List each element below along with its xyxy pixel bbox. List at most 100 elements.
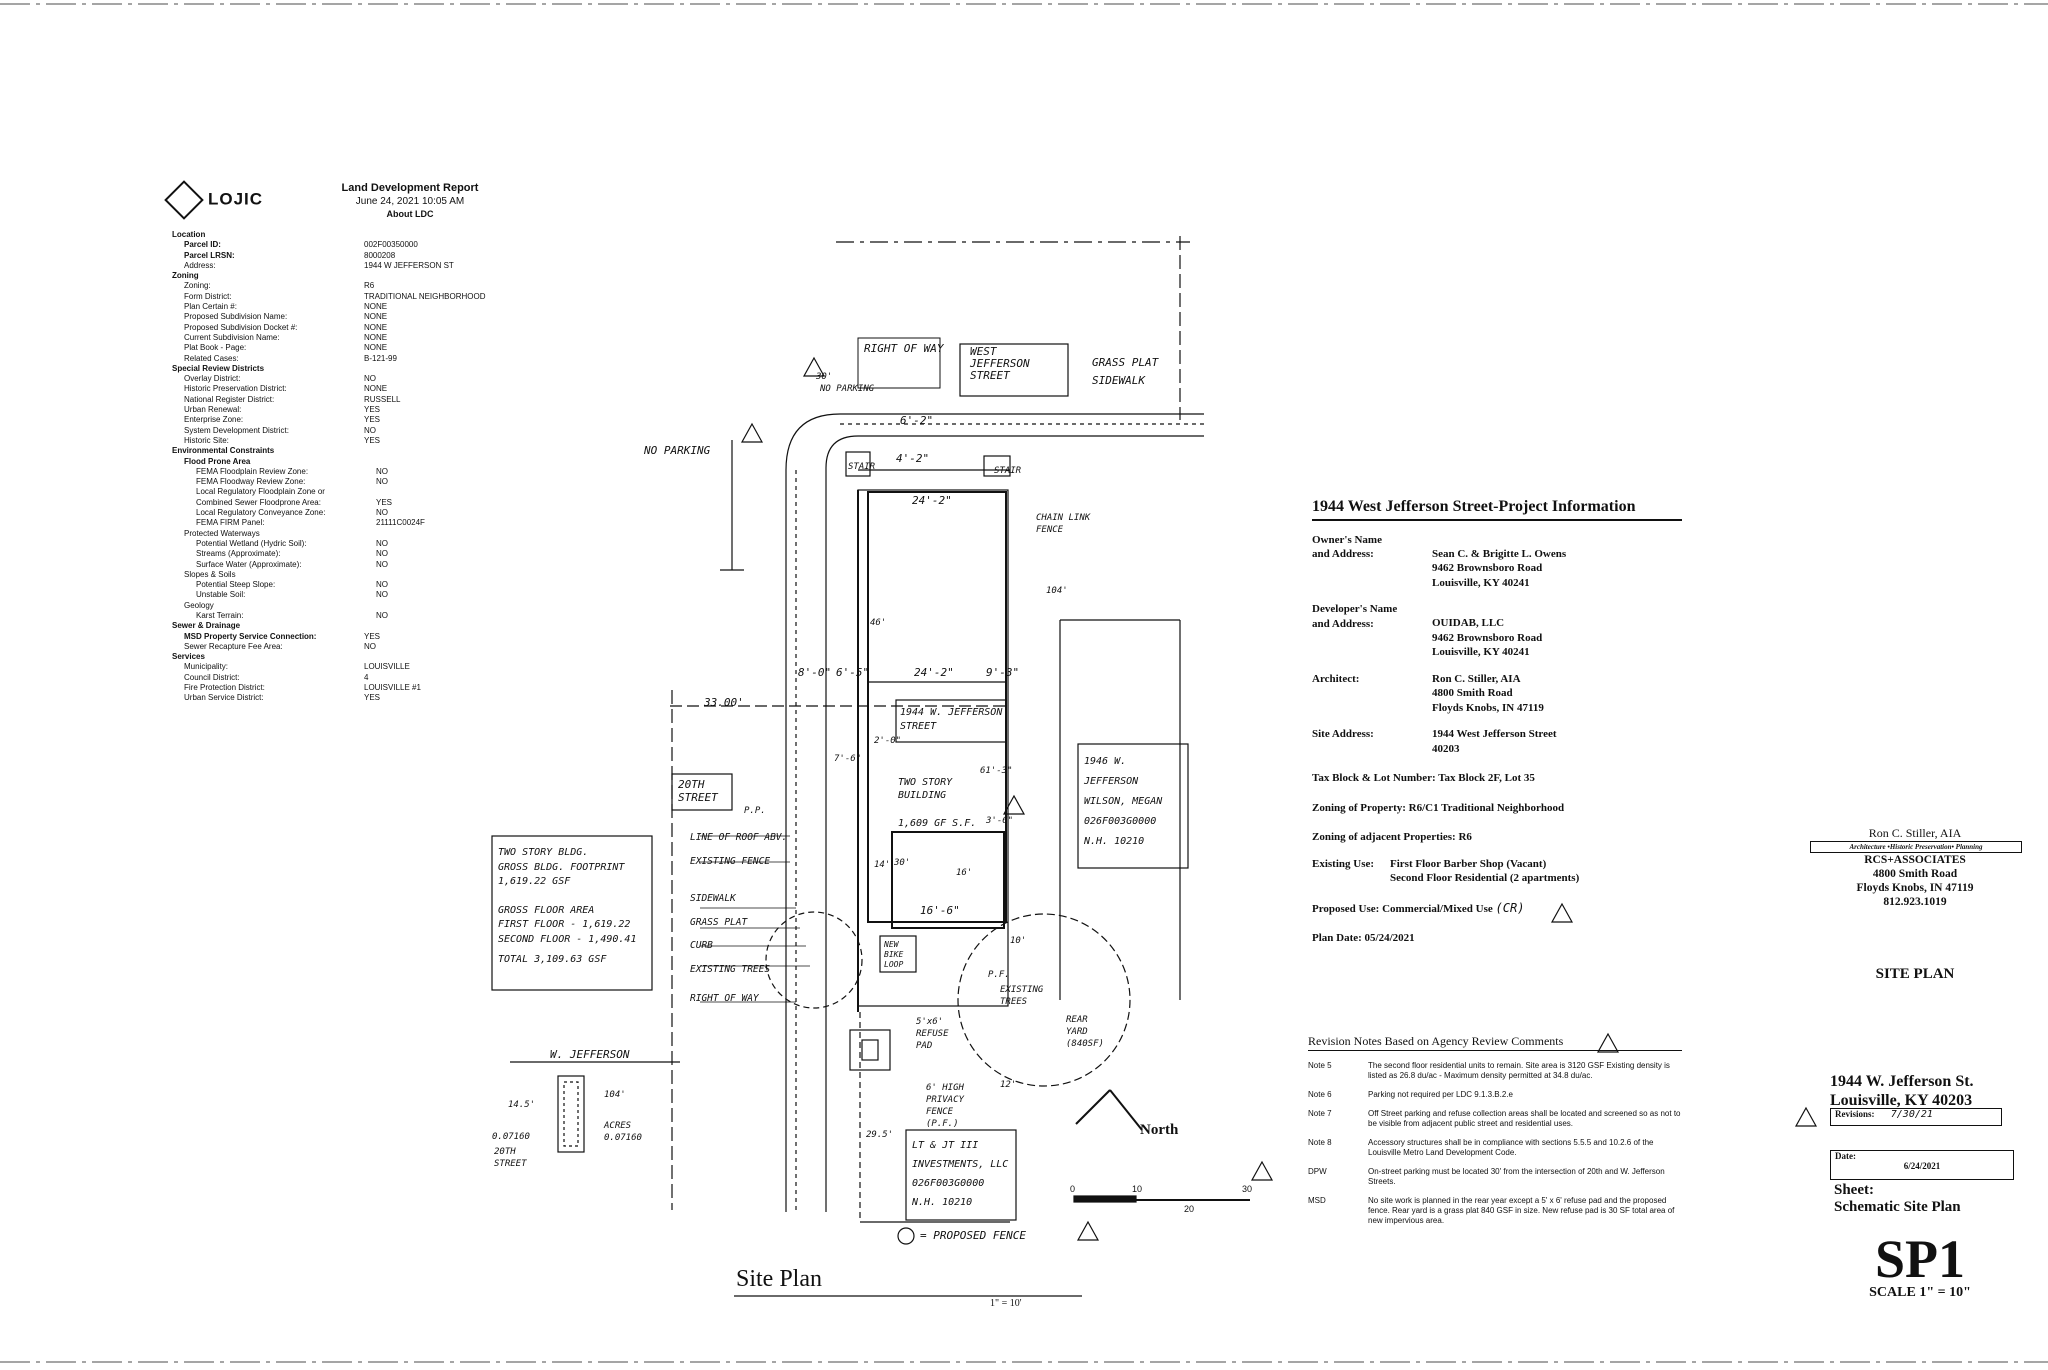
report-value: NO bbox=[376, 590, 388, 600]
report-row: Location bbox=[172, 230, 502, 240]
report-value: YES bbox=[376, 497, 393, 507]
project-title: 1944 West Jefferson Street-Project Infor… bbox=[1312, 499, 1682, 521]
proposed-fence-legend: = PROPOSED FENCE bbox=[920, 1229, 1026, 1242]
stair-left-label: STAIR bbox=[848, 462, 876, 472]
zoning-adjacent: Zoning of adjacent Properties: R6 bbox=[1312, 831, 1472, 843]
report-row: Related Cases:B-121-99 bbox=[172, 354, 502, 364]
stair-right bbox=[983, 455, 1011, 477]
tax-block: Tax Block & Lot Number: Tax Block 2F, Lo… bbox=[1312, 772, 1535, 784]
site-address-block: Site Address: 1944 West Jefferson Street… bbox=[1312, 727, 1682, 756]
revision-triangle-icon bbox=[802, 356, 826, 377]
summary-line: TWO STORY BLDG. bbox=[498, 847, 589, 858]
report-value: NO bbox=[376, 538, 388, 548]
report-row: Overlay District:NO bbox=[172, 374, 502, 384]
report-value: NONE bbox=[364, 343, 388, 353]
developer-line: 9462 Brownsboro Road bbox=[1432, 631, 1543, 644]
report-row: Services bbox=[172, 652, 502, 662]
report-row: Special Review Districts bbox=[172, 364, 502, 374]
sheet-scale: SCALE 1" = 10" bbox=[1869, 1285, 1971, 1300]
dim-24-2-top: 24'-2" bbox=[912, 494, 952, 507]
report-label: Karst Terrain: bbox=[196, 610, 244, 620]
project-address: 1944 W. Jefferson St. Louisville, KY 402… bbox=[1830, 1072, 2020, 1110]
report-row: Urban Service District:YES bbox=[172, 693, 502, 703]
report-value: LOUISVILLE #1 bbox=[364, 683, 421, 693]
bike-loop-line: NEW bbox=[884, 940, 899, 949]
dim-7-6: 7'-6" bbox=[834, 754, 862, 764]
report-value: 4 bbox=[364, 672, 369, 682]
fence-line: FENCE bbox=[926, 1107, 954, 1117]
sheet-number: SP1 bbox=[1874, 1229, 1966, 1289]
report-label: Local Regulatory Conveyance Zone: bbox=[196, 508, 326, 518]
owner-line: Sean C. & Brigitte L. Owens bbox=[1432, 547, 1567, 560]
revision-triangle-icon bbox=[1002, 794, 1026, 815]
scale-bar-fill bbox=[1073, 1195, 1137, 1203]
dim-30: 30' bbox=[816, 372, 833, 382]
report-row: Geology bbox=[172, 601, 502, 611]
report-label: Parcel ID: bbox=[184, 240, 221, 250]
refuse-pad-inner bbox=[861, 1039, 879, 1061]
refuse-line: REFUSE bbox=[916, 1029, 949, 1039]
revision-triangle-icon bbox=[740, 422, 764, 443]
revision-note-key: Note 6 bbox=[1308, 1090, 1332, 1099]
report-label: Current Subdivision Name: bbox=[184, 332, 280, 342]
developer-line: Louisville, KY 40241 bbox=[1432, 646, 1530, 658]
developer-label-line: Developer's Name bbox=[1312, 603, 1398, 615]
key-parcel bbox=[557, 1075, 585, 1153]
revision-triangle-icon bbox=[1596, 1032, 1620, 1053]
date-label: Date: bbox=[1835, 1151, 1856, 1161]
report-label: Geology bbox=[184, 600, 214, 610]
developer-label-line: and Address: bbox=[1312, 617, 1374, 630]
fence-line: 6' HIGH bbox=[926, 1083, 964, 1093]
report-row: Municipality:LOUISVILLE bbox=[172, 662, 502, 672]
report-label: Proposed Subdivision Name: bbox=[184, 312, 288, 322]
dim-16: 16' bbox=[956, 868, 973, 878]
report-label: Parcel LRSN: bbox=[184, 250, 235, 260]
report-label: Streams (Approximate): bbox=[196, 549, 281, 559]
report-label: Sewer Recapture Fee Area: bbox=[184, 641, 283, 651]
proposed-use-text: Proposed Use: Commercial/Mixed Use bbox=[1312, 902, 1493, 915]
report-value: NO bbox=[376, 559, 388, 569]
report-value: NONE bbox=[364, 312, 388, 322]
report-row: Historic Preservation District:NONE bbox=[172, 384, 502, 394]
report-label: Location bbox=[172, 230, 206, 239]
revision-heading: Revision Notes Based on Agency Review Co… bbox=[1308, 1035, 1682, 1051]
revision-note-key: Note 5 bbox=[1308, 1061, 1332, 1070]
revisions-box: Revisions: 7/30/21 bbox=[1830, 1108, 2002, 1126]
report-row: Plan Certain #:NONE bbox=[172, 302, 502, 312]
report-row: Environmental Constraints bbox=[172, 446, 502, 456]
existing-use-value: First Floor Barber Shop (Vacant) Second … bbox=[1390, 857, 1682, 886]
dim-8-0: 8'-0" bbox=[798, 666, 832, 679]
revision-note-text: The second floor residential units to re… bbox=[1368, 1061, 1670, 1080]
developer-value: OUIDAB, LLC 9462 Brownsboro Road Louisvi… bbox=[1432, 602, 1682, 660]
west-jefferson-line: JEFFERSON bbox=[970, 357, 1030, 370]
stair-right-label: STAIR bbox=[994, 466, 1022, 476]
proposed-use-hand: (CR) bbox=[1495, 900, 1525, 915]
existing-trees-line: TREES bbox=[1000, 997, 1028, 1007]
report-value: NO bbox=[376, 477, 388, 487]
report-label: Special Review Districts bbox=[172, 363, 265, 373]
dim-3-6: 3'-6" bbox=[986, 816, 1014, 826]
report-value: YES bbox=[364, 631, 381, 641]
west-jefferson-label: WEST JEFFERSON STREET bbox=[970, 346, 1030, 382]
report-label: Form District: bbox=[184, 291, 232, 301]
report-row: Flood Prone Area bbox=[172, 457, 502, 467]
report-row: Potential Steep Slope:NO bbox=[172, 580, 502, 590]
key-acres-line: 0.07160 bbox=[604, 1133, 642, 1143]
key-dim-acres: 0.07160 bbox=[492, 1132, 530, 1142]
bike-loop-line: LOOP bbox=[884, 960, 904, 969]
two-story-label: TWO STORY BUILDING bbox=[898, 776, 952, 802]
dim-33: 33.00' bbox=[704, 696, 744, 709]
report-row: Zoning bbox=[172, 271, 502, 281]
leader-label: EXISTING TREES bbox=[690, 963, 771, 975]
leader-label: LINE OF ROOF ABV. bbox=[690, 832, 788, 843]
report-row: Address:1944 W JEFFERSON ST bbox=[172, 261, 502, 271]
site-address-line: 40203 bbox=[1432, 742, 1460, 755]
key-acres: ACRES 0.07160 bbox=[604, 1120, 642, 1144]
twentieth-street-label: 20TH STREET bbox=[678, 778, 718, 804]
address-line: Louisville, KY 40203 bbox=[1830, 1092, 1973, 1109]
north-arrow-shaft bbox=[1075, 1089, 1111, 1125]
neighbor-box bbox=[1077, 743, 1189, 869]
site-address-line: 1944 West Jefferson Street bbox=[1432, 728, 1557, 740]
report-value: NO bbox=[376, 610, 388, 620]
